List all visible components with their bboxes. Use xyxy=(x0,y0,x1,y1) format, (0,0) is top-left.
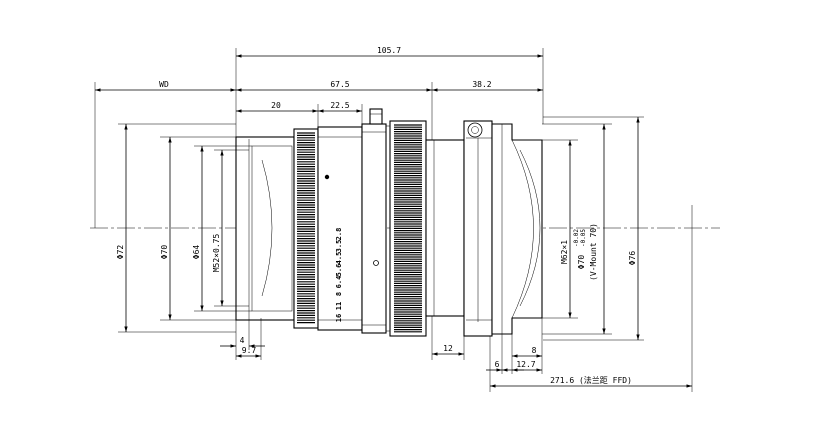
focus-scale-label: 6.4 xyxy=(335,276,343,289)
dim-mount-12: 12 xyxy=(443,344,453,353)
lens-body: 2.83.54.55.66.4 8 11 16 xyxy=(235,108,543,337)
dim-rear-dia: Φ76 xyxy=(628,251,637,266)
mount-screw xyxy=(467,122,483,138)
scale-barrel xyxy=(317,126,363,331)
dim-mount-tol-upper: -0.02 xyxy=(573,229,580,247)
dim-dia-64: Φ64 xyxy=(192,245,201,260)
dim-mount-thread: M62×1 xyxy=(560,240,569,264)
dim-mount-8: 8 xyxy=(532,346,537,355)
dim-mount-tol-lower: -0.05 xyxy=(580,229,587,247)
dimensions: 105.7 WD 67.5 38.2 20 22.5 Φ72 Φ70 Φ64 M… xyxy=(94,46,693,392)
focus-scale-label: 11 xyxy=(335,302,343,310)
focus-scale-label: 5.6 xyxy=(335,264,343,277)
dim-working-distance: WD xyxy=(159,80,169,89)
dim-dia-72: Φ72 xyxy=(116,245,125,260)
aperture-dot xyxy=(373,260,379,266)
dim-front-9-7: 9.7 xyxy=(242,346,257,355)
dim-dia-70: Φ70 xyxy=(160,245,169,260)
rear-mount xyxy=(491,123,543,335)
dim-filter-thread: M52×0.75 xyxy=(212,234,221,273)
dim-front-4: 4 xyxy=(240,336,245,345)
lock-screw xyxy=(369,108,383,125)
dim-front-segment-1: 20 xyxy=(271,101,281,110)
focus-scale-label: 8 xyxy=(335,292,343,296)
focus-scale: 2.83.54.55.66.4 8 11 16 xyxy=(335,228,343,323)
dim-front-length: 67.5 xyxy=(330,80,349,89)
focus-scale-label: 4.5 xyxy=(335,252,343,265)
dim-mount-12-7: 12.7 xyxy=(516,360,535,369)
dim-rear-length: 38.2 xyxy=(472,80,491,89)
aperture-barrel xyxy=(361,123,387,334)
front-hood xyxy=(235,136,295,321)
dim-mount-dia: Φ70 xyxy=(577,255,586,270)
dim-mount-name: (V-Mount 70) xyxy=(589,223,598,281)
dim-overall-length: 105.7 xyxy=(377,46,401,55)
focus-scale-label: 16 xyxy=(335,314,343,322)
dim-front-segment-2: 22.5 xyxy=(330,101,349,110)
dim-mount-6: 6 xyxy=(495,360,500,369)
rear-barrel xyxy=(425,139,465,317)
dim-flange-distance: 271.6 (法兰距 FFD) xyxy=(550,375,632,385)
focus-scale-label: 2.8 xyxy=(335,228,343,241)
focus-scale-label: 3.5 xyxy=(335,240,343,253)
index-dot xyxy=(324,174,330,180)
